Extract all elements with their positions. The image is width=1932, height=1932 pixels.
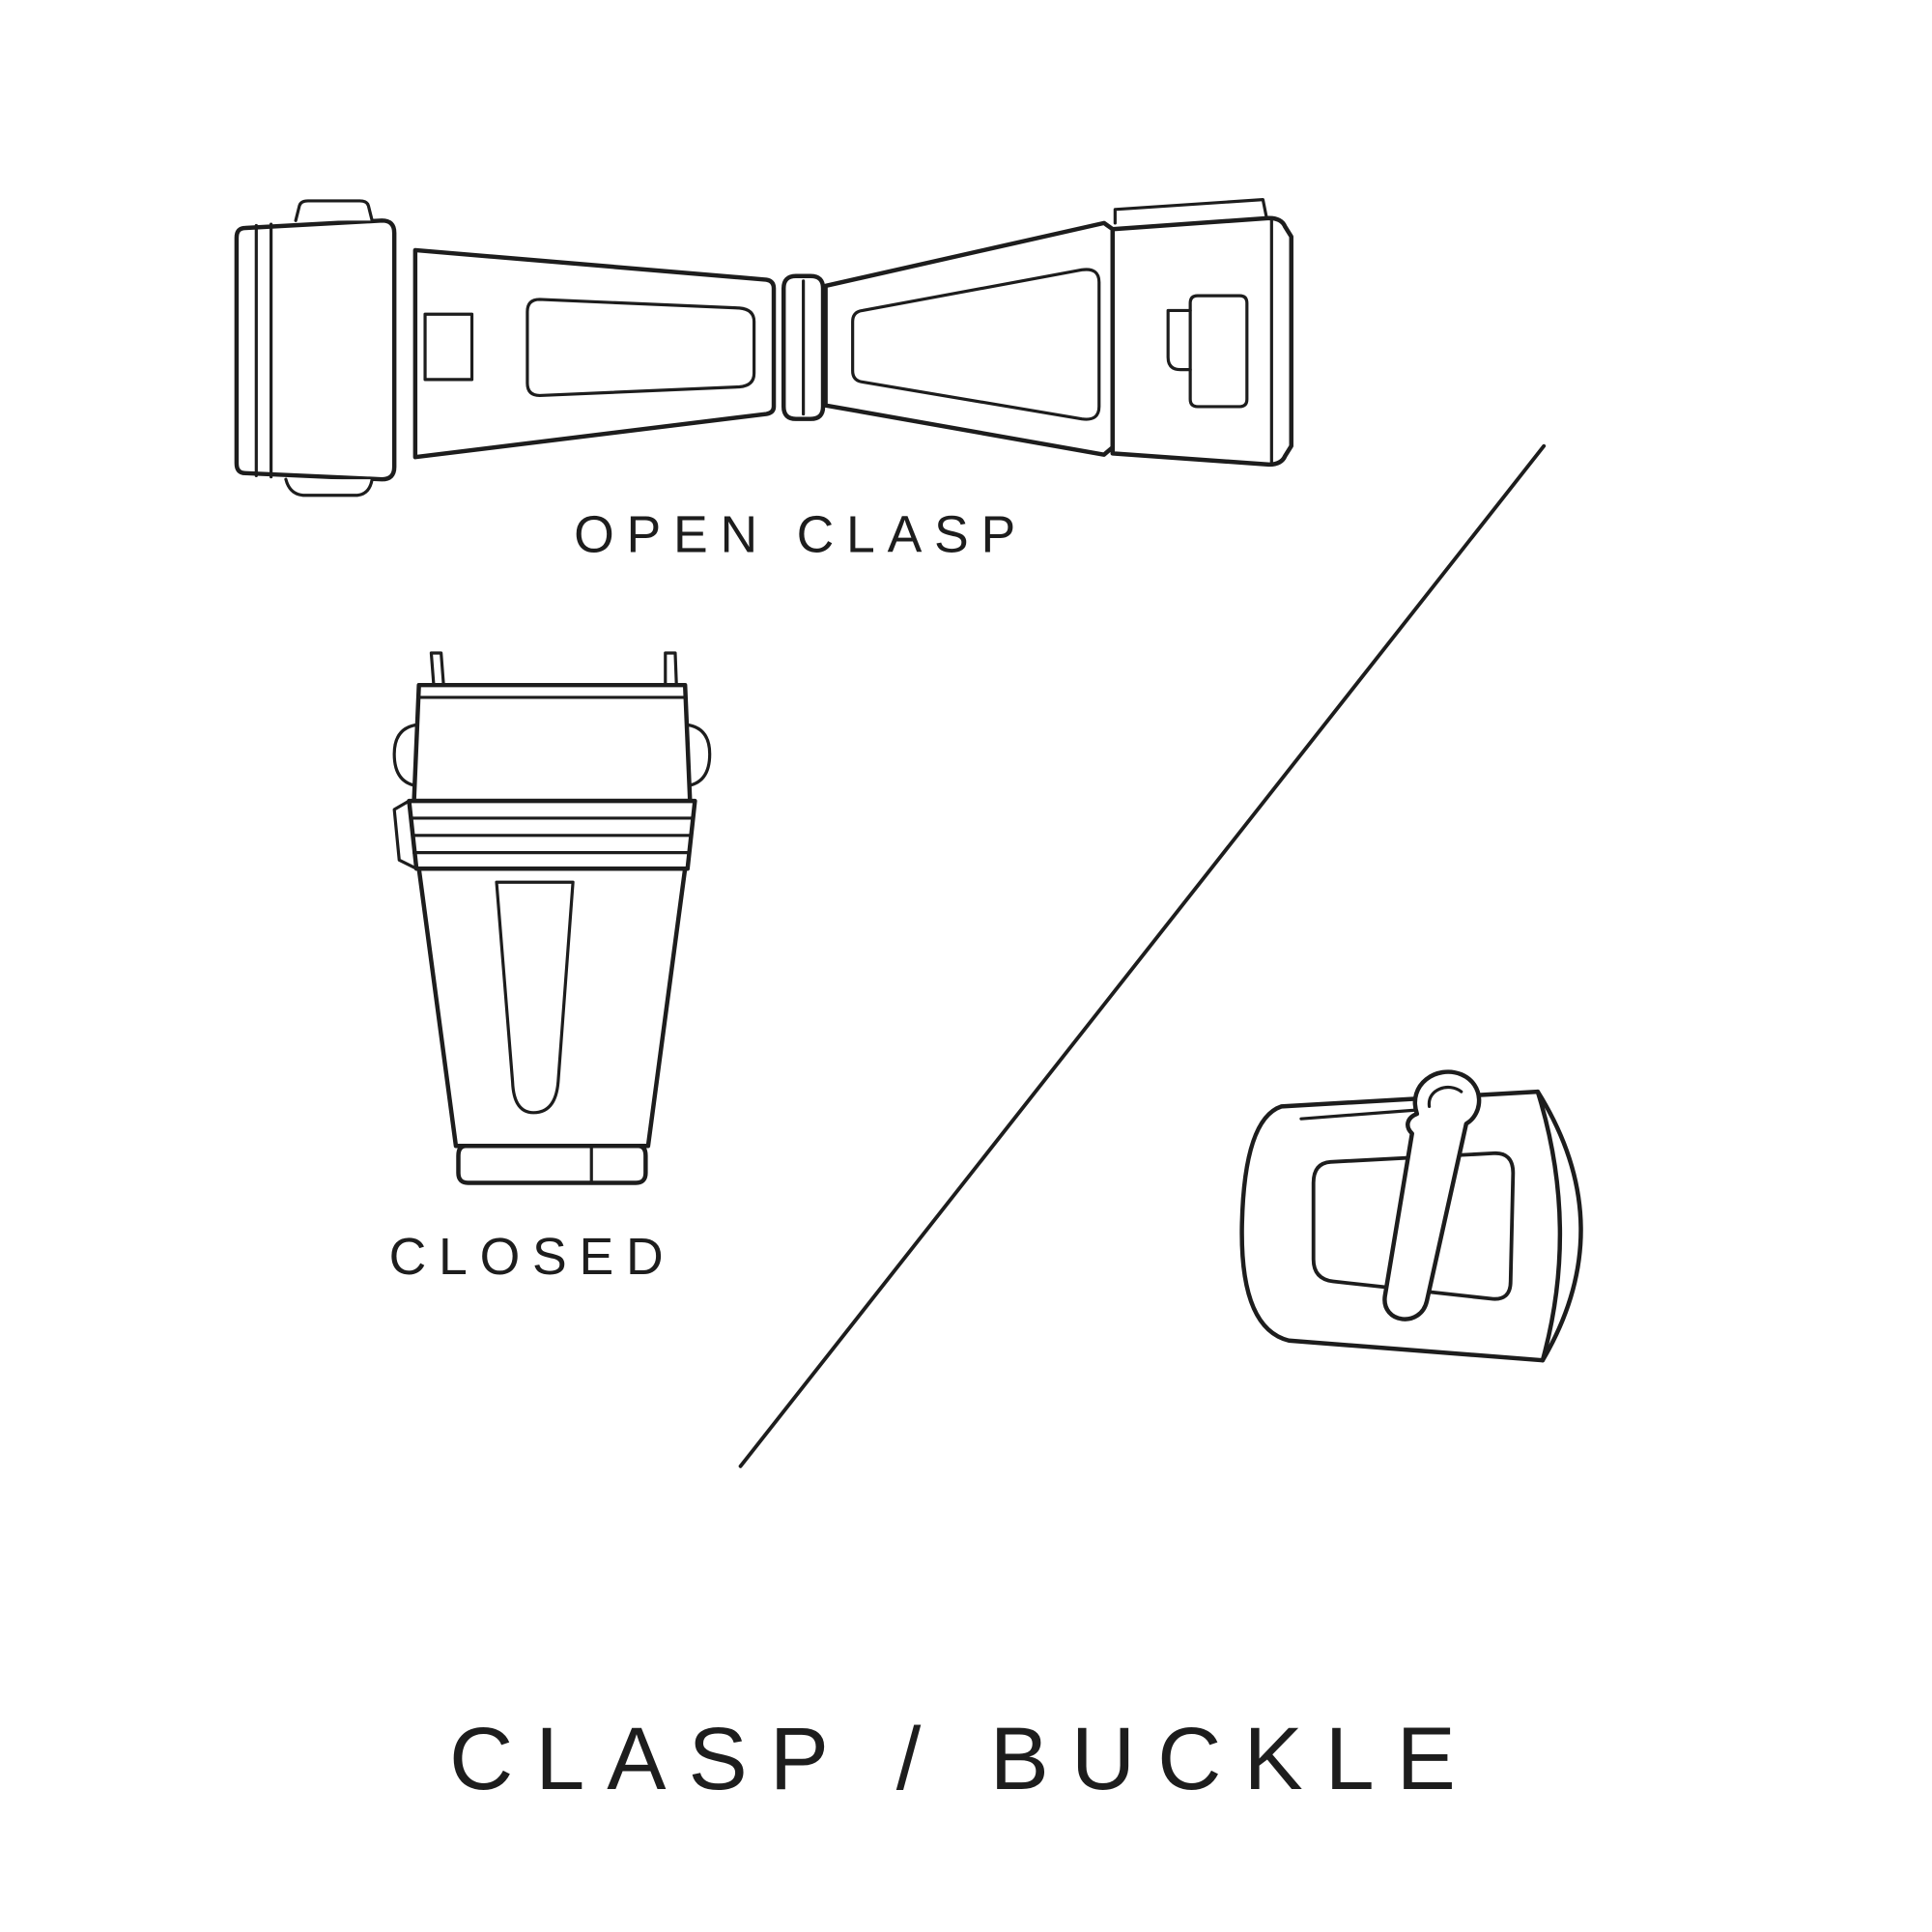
closed-clasp-top-block (412, 682, 693, 804)
open-clasp-right-hole (1188, 294, 1249, 409)
closed-clasp-prongs (429, 651, 678, 687)
diagonal-divider (738, 443, 1547, 1468)
closed-clasp-label: CLOSED (389, 1229, 676, 1286)
open-clasp-left-bottom-tab (284, 477, 374, 497)
buckle-opening (1311, 1151, 1516, 1301)
closed-clasp-band-lines (410, 816, 695, 855)
open-clasp-right-arm-inner-outline (851, 268, 1101, 421)
open-clasp-illustration (234, 198, 1293, 497)
closed-clasp-right-ear (683, 723, 712, 788)
open-clasp-left-end-block (234, 218, 397, 482)
closed-clasp-bottom-cap (456, 1143, 648, 1185)
buckle-tang (1382, 1069, 1482, 1321)
buckle-pin (1299, 1108, 1416, 1121)
closed-clasp-slot (495, 880, 575, 1115)
open-clasp-right-arm (823, 220, 1116, 457)
buckle-tang-loop-line (1427, 1086, 1463, 1109)
closed-clasp-illustration (392, 651, 712, 1185)
open-clasp-left-arm (412, 247, 777, 460)
open-clasp-right-end-flange (1113, 198, 1273, 464)
closed-clasp-body (416, 867, 688, 1149)
buckle-illustration (1239, 1069, 1583, 1363)
open-clasp-right-end-cover (1110, 215, 1293, 468)
open-clasp-left-end-lines (254, 222, 273, 479)
page-title: CLASP / BUCKLE (449, 1710, 1478, 1808)
open-clasp-label: OPEN CLASP (574, 506, 1028, 563)
open-clasp-right-hook (1166, 308, 1192, 372)
open-clasp-left-arm-notch (423, 312, 474, 382)
open-clasp-left-top-tab (294, 199, 374, 222)
open-clasp-left-arm-inner-outline (526, 298, 756, 398)
closed-clasp-left-ear (392, 723, 421, 788)
